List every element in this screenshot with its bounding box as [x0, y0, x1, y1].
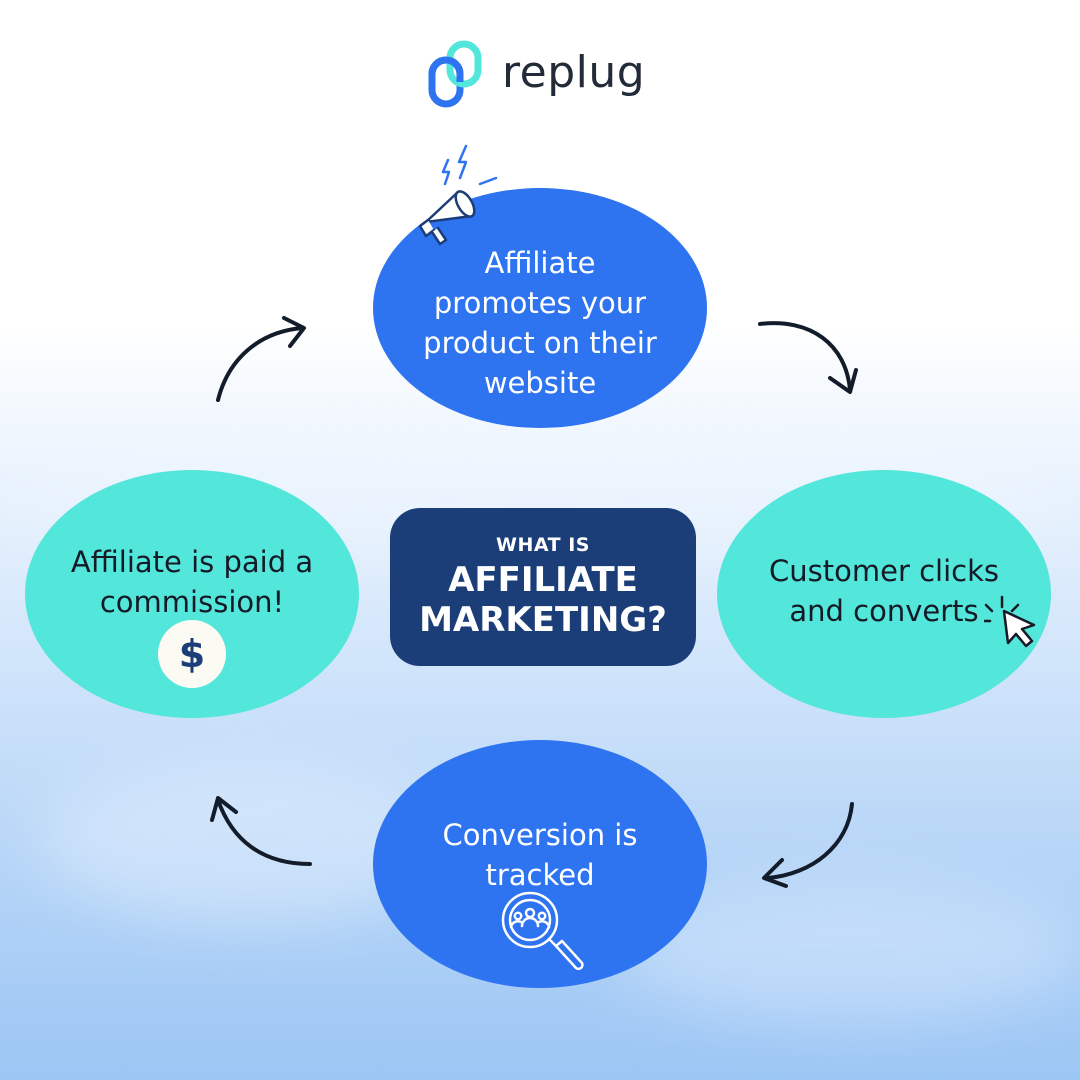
- step-text-line: Conversion is: [442, 818, 638, 852]
- arrow-left-to-top: [216, 316, 306, 402]
- dollar-symbol: $: [179, 632, 205, 676]
- step-text-line: and converts: [789, 594, 979, 628]
- step-text: Customer clicks and converts: [769, 551, 999, 631]
- dollar-icon-graphic: $: [158, 620, 226, 688]
- step-text-line: Customer clicks: [769, 554, 999, 588]
- center-title-line: MARKETING?: [419, 600, 667, 640]
- dollar-icon: $: [157, 619, 227, 689]
- step-text: Affiliate promotes your product on their…: [423, 243, 657, 403]
- step-text-line: tracked: [485, 858, 595, 892]
- step-text-line: commission!: [99, 585, 285, 619]
- center-title-card: WHAT IS AFFILIATE MARKETING?: [390, 508, 696, 666]
- arrow-right-to-bottom: [762, 802, 854, 888]
- step-text-line: promotes your: [433, 286, 647, 320]
- step-text-line: product on their: [423, 326, 657, 360]
- brand-logo: replug: [428, 40, 645, 110]
- arrow-top-to-right: [758, 321, 858, 394]
- step-text-line: Affiliate is paid a: [70, 545, 314, 579]
- step-conversion-tracked: Conversion is tracked: [373, 740, 707, 988]
- megaphone-icon: [418, 144, 502, 246]
- center-eyebrow: WHAT IS: [496, 534, 590, 556]
- center-title-line: AFFILIATE: [448, 560, 638, 600]
- step-customer-clicks: Customer clicks and converts: [717, 470, 1051, 718]
- brand-name: replug: [502, 46, 646, 98]
- step-text-line: Affiliate: [484, 246, 596, 280]
- search-users-icon: [501, 891, 584, 971]
- step-affiliate-promotes: Affiliate promotes your product on their…: [373, 188, 707, 428]
- step-text: Conversion is tracked: [443, 815, 638, 895]
- cursor-click-icon: [984, 595, 1036, 648]
- step-text: Affiliate is paid a commission!: [71, 542, 313, 622]
- replug-logo-icon: [428, 40, 482, 108]
- step-text-line: website: [483, 366, 597, 400]
